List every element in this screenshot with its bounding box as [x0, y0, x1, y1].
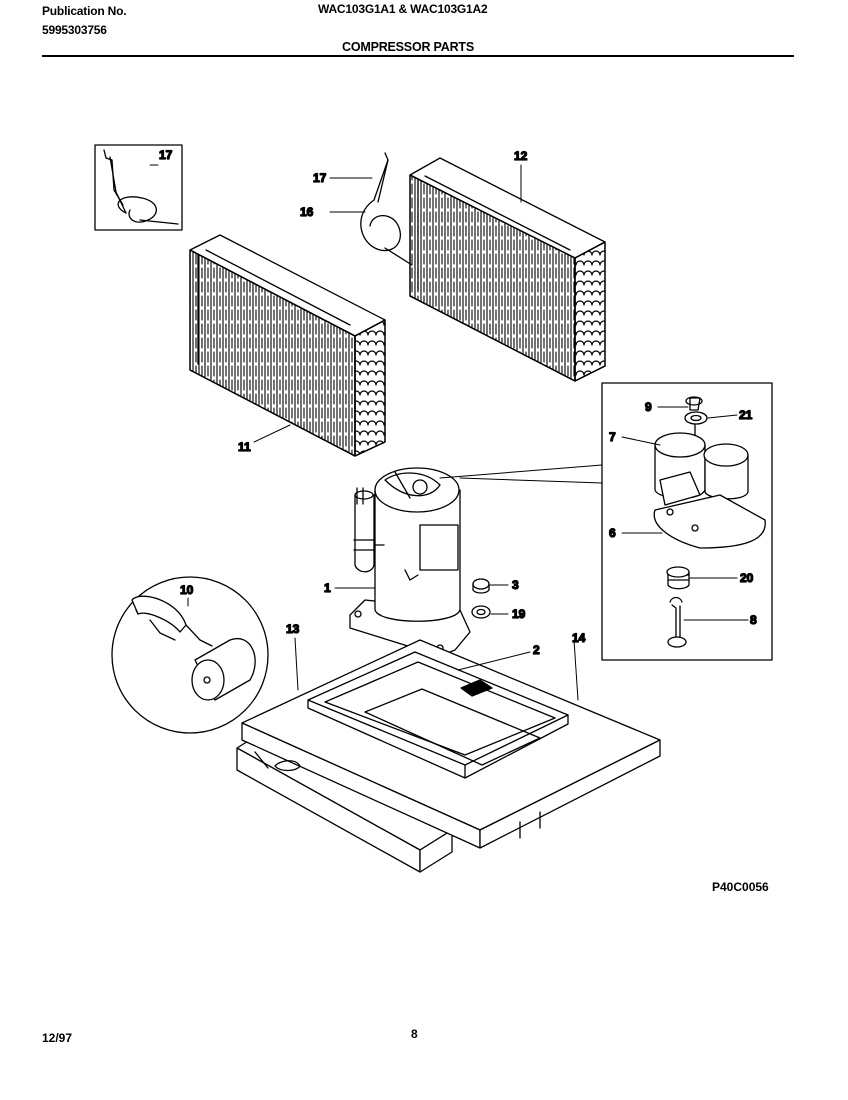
callout-3: 3 [512, 578, 519, 592]
evaporator-coil [409, 157, 606, 382]
callout-9: 9 [645, 400, 652, 414]
sensor-inset-box [94, 144, 183, 231]
footer-date: 12/97 [42, 1031, 73, 1045]
drawing-code: P40C0056 [712, 880, 769, 894]
section-title: COMPRESSOR PARTS [342, 40, 474, 54]
callout-13: 13 [286, 622, 300, 636]
header-rule [42, 55, 794, 57]
leader-lines [149, 164, 749, 701]
callout-6: 6 [609, 526, 616, 540]
callout-19: 19 [512, 607, 526, 621]
base-pan [236, 639, 661, 873]
publication-label: Publication No. [42, 4, 127, 18]
publication-number: 5995303756 [42, 23, 107, 37]
callout-20: 20 [740, 571, 754, 585]
page-number: 8 [411, 1027, 418, 1041]
condenser-coil [189, 234, 386, 457]
callout-10: 10 [180, 583, 194, 597]
callout-21: 21 [739, 408, 753, 422]
sensor-capillary [360, 152, 413, 266]
capacitor-inset-box [601, 382, 773, 661]
callout-11: 11 [238, 440, 251, 454]
callout-1: 1 [324, 581, 331, 595]
callout-16: 16 [300, 205, 314, 219]
callout-14: 14 [572, 631, 586, 645]
callout-12: 12 [514, 149, 528, 163]
callout-17: 17 [313, 171, 327, 185]
callout-2: 2 [533, 643, 540, 657]
model-numbers: WAC103G1A1 & WAC103G1A2 [318, 2, 488, 16]
callout-7: 7 [609, 430, 616, 444]
overload-inset-circle [111, 576, 269, 734]
callout-17-inset: 17 [159, 148, 173, 162]
compressor [349, 467, 471, 657]
callout-8: 8 [750, 613, 757, 627]
